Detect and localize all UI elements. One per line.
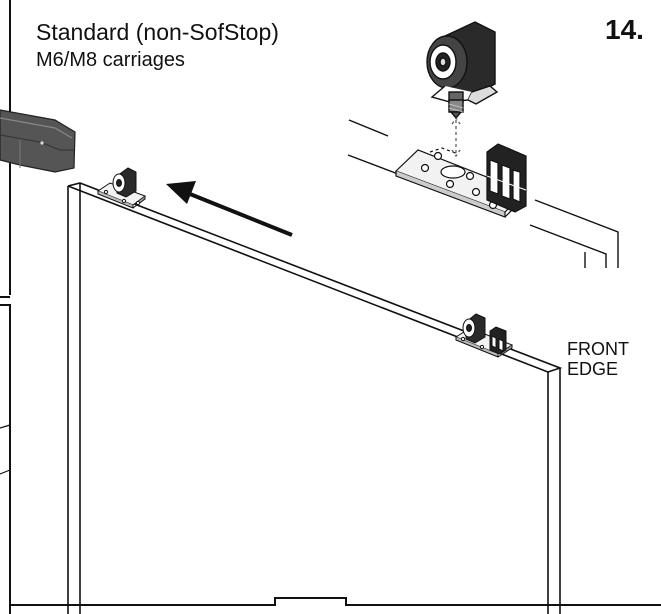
- carriage-right: [454, 313, 514, 358]
- bottom-frame: [10, 597, 661, 606]
- track-rail: [0, 109, 76, 173]
- guide-block: [486, 143, 527, 213]
- alignment-guide: [451, 116, 461, 158]
- step-number: 14.: [605, 14, 644, 45]
- door-panel: [67, 182, 563, 614]
- front-edge-label-line2: EDGE: [567, 359, 619, 379]
- front-edge-label-line1: FRONT: [567, 339, 629, 359]
- carriage-detail: [426, 21, 499, 120]
- front-edge-label: FRONT EDGE: [567, 339, 629, 379]
- arrow-left-up-icon: [166, 181, 293, 237]
- page-title: Standard (non-SofStop): [36, 19, 279, 45]
- page-subtitle: M6/M8 carriages: [36, 49, 185, 71]
- carriage-left: [96, 167, 147, 209]
- panel-border: [0, 0, 11, 614]
- left-edge-marks: [0, 424, 11, 475]
- door-top-detail: [347, 119, 619, 268]
